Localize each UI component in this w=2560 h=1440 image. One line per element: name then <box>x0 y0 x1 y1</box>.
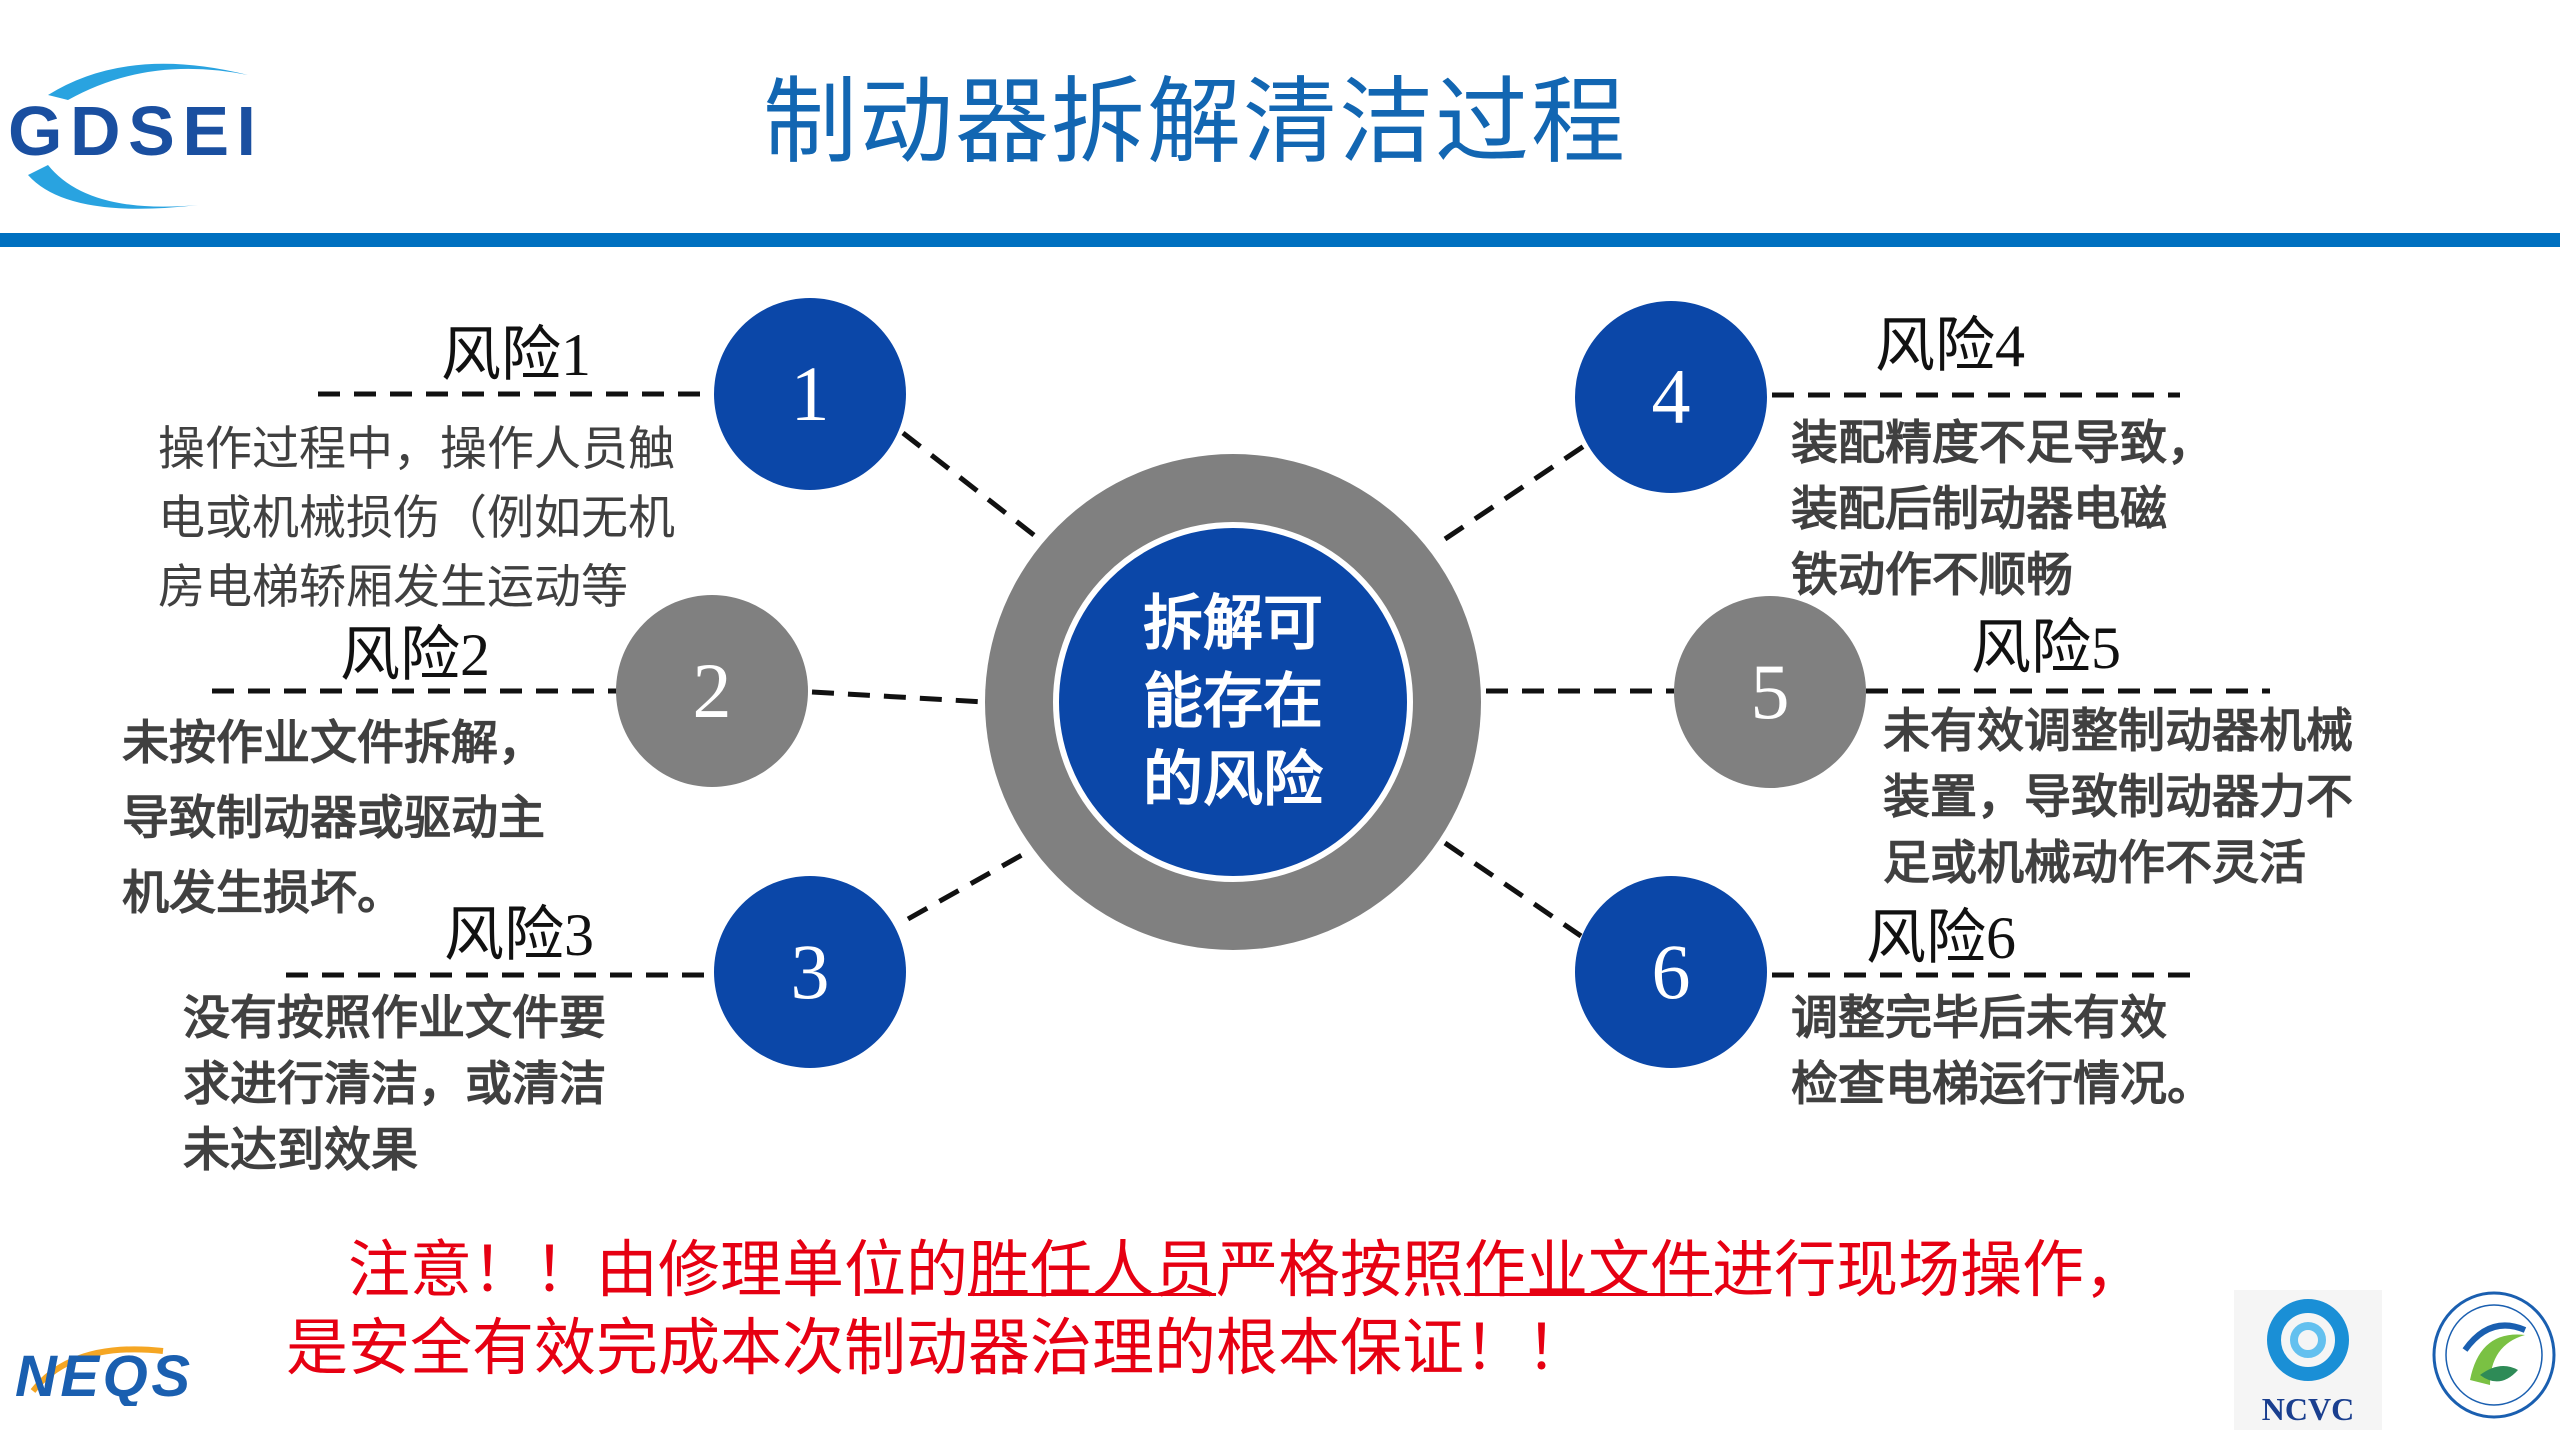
desc-line: 装配后制动器电磁 <box>1791 482 2167 535</box>
risk-number-6: 6 <box>1651 928 1691 1015</box>
risk-description-5: 未有效调整制动器机械 装置，导致制动器力不 足或机械动作不灵活 <box>1883 698 2353 896</box>
risk-number-4: 4 <box>1651 353 1691 440</box>
desc-line: 装置，导致制动器力不 <box>1883 770 2353 823</box>
risk-description-2: 未按作业文件拆解， 导致制动器或驱动主 机发生损坏。 <box>122 705 545 930</box>
risk-number-3: 3 <box>790 928 830 1015</box>
risk-number-5: 5 <box>1750 648 1790 735</box>
desc-line: 机发生损坏。 <box>122 866 404 919</box>
center-core <box>1053 522 1413 882</box>
desc-line: 求进行清洁，或清洁 <box>183 1057 606 1110</box>
desc-line: 装配精度不足导致， <box>1791 416 2214 469</box>
risk-circle-4 <box>1575 301 1767 493</box>
connector-2 <box>811 689 986 705</box>
svg-text:NCVC: NCVC <box>2262 1391 2354 1427</box>
page-title: 制动器拆解清洁过程 <box>762 69 1627 174</box>
desc-line: 足或机械动作不灵活 <box>1883 836 2306 889</box>
desc-line: 调整完毕后未有效 <box>1791 991 2167 1044</box>
risk-circle-3 <box>714 876 906 1068</box>
desc-line: 检查电梯运行情况。 <box>1791 1057 2214 1110</box>
risk-description-1: 操作过程中，操作人员触 电或机械损伤（例如无机 房电梯轿厢发生运动等 <box>158 414 675 621</box>
warning-emphasis-documents: 作业文件 <box>1464 1236 1713 1305</box>
warning-text: 进行现场操作， <box>1712 1236 2147 1305</box>
gdsei-logo: GDSEI <box>8 55 258 215</box>
desc-line: 电或机械损伤（例如无机 <box>158 491 675 544</box>
warning-line-1: 注意！！由修理单位的胜任人员严格按照作业文件进行现场操作， <box>348 1240 2146 1302</box>
risk-circle-5 <box>1674 596 1866 788</box>
desc-line: 导致制动器或驱动主 <box>122 791 545 844</box>
desc-line: 未按作业文件拆解， <box>122 716 545 769</box>
risk-circle-2 <box>616 595 808 787</box>
risk-label-2: 风险2 <box>340 622 490 688</box>
warning-text: 注意！！由修理单位的 <box>348 1236 969 1305</box>
desc-line: 铁动作不顺畅 <box>1791 548 2073 601</box>
risk-description-6: 调整完毕后未有效 检查电梯运行情况。 <box>1791 985 2214 1117</box>
risk-label-1: 风险1 <box>441 322 591 388</box>
center-line: 拆解可 <box>1143 590 1323 657</box>
neqs-logo: NEQS <box>13 1331 193 1409</box>
connector-1 <box>901 431 1041 541</box>
desc-line: 未达到效果 <box>183 1123 418 1176</box>
risk-label-3: 风险3 <box>444 902 594 968</box>
desc-line: 房电梯轿厢发生运动等 <box>158 560 628 613</box>
risk-label-5: 风险5 <box>1971 615 2121 681</box>
connector-3 <box>906 848 1031 922</box>
risk-description-4: 装配精度不足导致， 装配后制动器电磁 铁动作不顺畅 <box>1791 410 2214 608</box>
desc-line: 没有按照作业文件要 <box>183 991 606 1044</box>
warning-line-2: 是安全有效完成本次制动器治理的根本保证！！ <box>286 1314 1589 1383</box>
connector-6 <box>1443 840 1583 939</box>
desc-line: 未有效调整制动器机械 <box>1883 704 2353 757</box>
risk-label-4: 风险4 <box>1875 313 2025 379</box>
header-divider-bar <box>0 233 2560 247</box>
center-line: 能存在 <box>1143 668 1323 735</box>
risk-number-1: 1 <box>790 350 830 437</box>
connector-4 <box>1443 443 1586 542</box>
center-label: 拆解可 能存在 的风险 <box>1058 585 1408 819</box>
center-line: 的风险 <box>1143 746 1323 813</box>
risk-label-6: 风险6 <box>1866 905 2016 971</box>
ncvc-logo: NCVC <box>2234 1290 2382 1430</box>
risk-circle-6 <box>1575 876 1767 1068</box>
warning-emphasis-personnel: 胜任人员 <box>968 1236 1217 1305</box>
desc-line: 操作过程中，操作人员触 <box>158 422 675 475</box>
svg-text:NEQS: NEQS <box>15 1344 190 1406</box>
risk-number-2: 2 <box>692 647 732 734</box>
risk-description-3: 没有按照作业文件要 求进行清洁，或清洁 未达到效果 <box>183 985 606 1183</box>
svg-text:GDSEI: GDSEI <box>8 92 256 170</box>
emblem-logo <box>2430 1290 2558 1420</box>
risk-circle-1 <box>714 298 906 490</box>
warning-text: 严格按照 <box>1216 1236 1465 1305</box>
